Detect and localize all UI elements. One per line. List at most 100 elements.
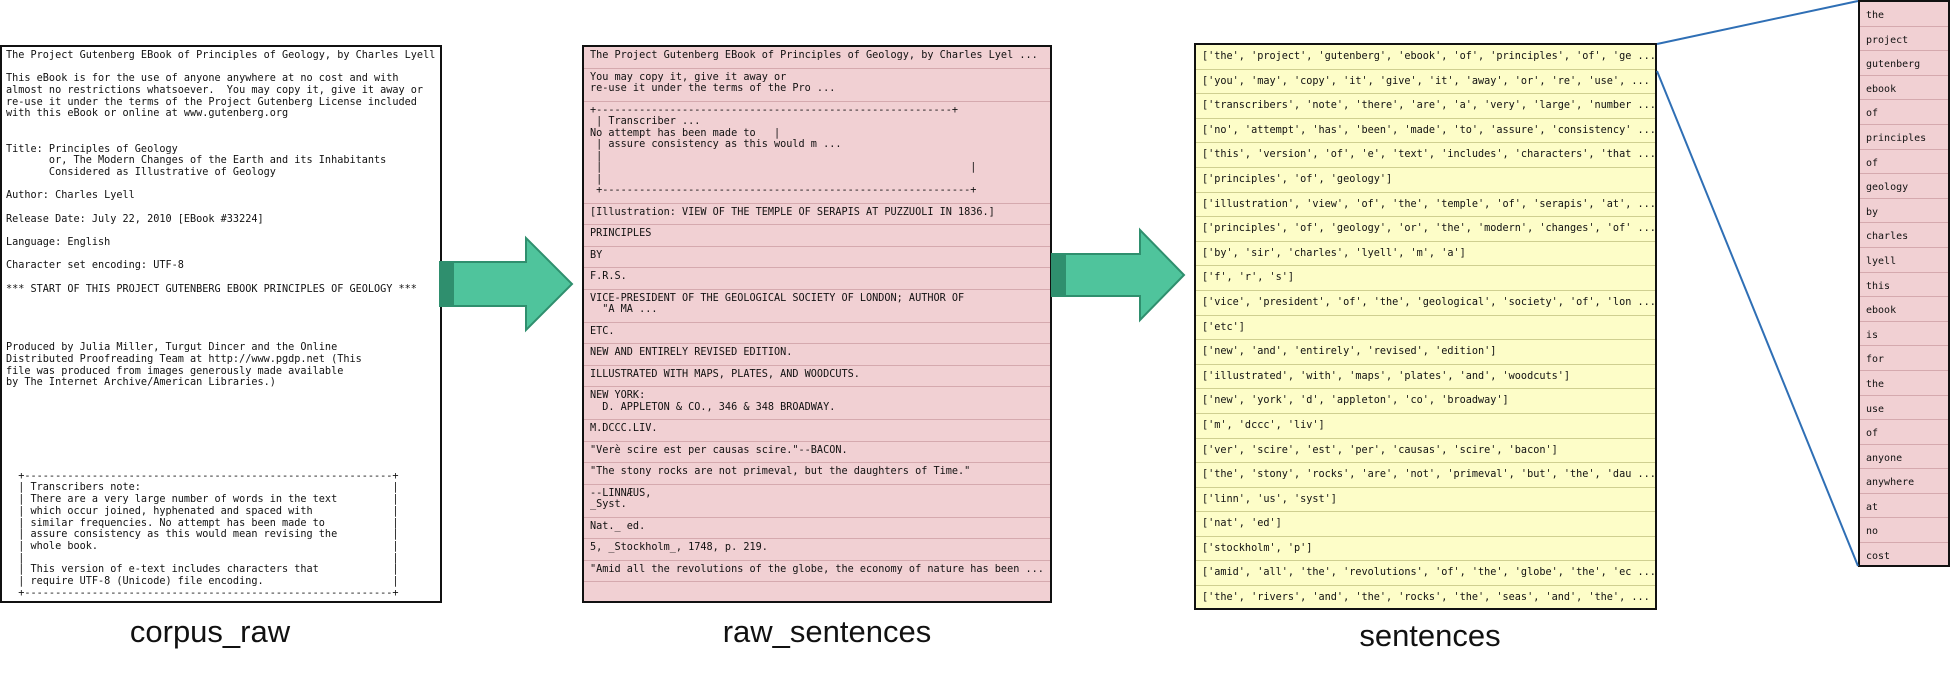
text-line [6,447,440,459]
sentence-row: ['etc'] [1196,316,1655,341]
text-line: +---------------------------------------… [6,587,399,599]
sentence-row: ['stockholm', 'p'] [1196,537,1655,562]
text-line: Character set encoding: UTF-8 [6,260,184,272]
caption-sentences: sentences [1359,618,1501,653]
raw-sentence: Nat._ ed. [584,518,1050,539]
arrow-right-icon [1051,227,1186,323]
text-line: | which occur joined, hyphenated and spa… [6,505,399,517]
corpus-raw-panel: The Project Gutenberg EBook of Principle… [0,45,442,603]
token-row: lyell [1860,248,1948,273]
token-row: ebook [1860,297,1948,322]
raw-sentence: VICE-PRESIDENT OF THE GEOLOGICAL SOCIETY… [584,290,1050,323]
token-row: the [1860,2,1948,27]
sentence-row: ['this', 'version', 'of', 'e', 'text', '… [1196,143,1655,168]
text-line: Title: Principles of Geology [6,143,178,155]
text-line: Considered as Illustrative of Geology [6,166,276,178]
text-line [6,331,440,343]
text-line: or, The Modern Changes of the Earth and … [6,155,387,167]
text-line [6,412,440,424]
text-line [6,436,440,448]
token-row: is [1860,322,1948,347]
sentence-row: ['m', 'dccc', 'liv'] [1196,414,1655,439]
text-line: | similar frequencies. No attempt has be… [6,517,399,529]
token-row: project [1860,27,1948,52]
sentence-row: ['new', 'and', 'entirely', 'revised', 'e… [1196,340,1655,365]
text-line: | There are a very large number of words… [6,494,399,506]
text-line: | whole book. | [6,540,399,552]
text-line [6,307,440,319]
sentence-row: ['transcribers', 'note', 'there', 'are',… [1196,94,1655,119]
connector-line-bottom [1656,70,1859,567]
text-line [6,225,440,237]
raw-sentence: NEW YORK: D. APPLETON & CO., 346 & 348 B… [584,387,1050,420]
raw-sentence: "The stony rocks are not primeval, but t… [584,463,1050,485]
text-line [6,295,440,307]
text-line: *** START OF THIS PROJECT GUTENBERG EBOO… [6,283,417,295]
sentences-panel: ['the', 'project', 'gutenberg', 'ebook',… [1194,43,1657,610]
raw-sentence: [Illustration: VIEW OF THE TEMPLE OF SER… [584,204,1050,225]
raw-sentence: The Project Gutenberg EBook of Principle… [584,47,1050,69]
token-row: by [1860,199,1948,224]
sentence-row: ['no', 'attempt', 'has', 'been', 'made',… [1196,119,1655,144]
text-line: almost no restrictions whatsoever. You m… [6,85,424,97]
raw-sentence: "Amid all the revolutions of the globe, … [584,561,1050,582]
text-line [6,62,440,74]
text-line [6,424,440,436]
text-line: Author: Charles Lyell [6,190,135,202]
token-row: charles [1860,223,1948,248]
text-line [6,120,440,132]
token-row: the [1860,371,1948,396]
text-line [6,249,440,261]
raw-sentence: --LINNÆUS, _Syst. [584,485,1050,518]
text-line: with this eBook or online at www.gutenbe… [6,108,289,120]
raw-sentence: F.R.S. [584,268,1050,290]
sentence-row: ['the', 'stony', 'rocks', 'are', 'not', … [1196,463,1655,488]
text-line [6,319,440,331]
token-row: use [1860,396,1948,421]
sentence-row: ['f', 'r', 's'] [1196,266,1655,291]
sentence-row: ['principles', 'of', 'geology', 'or', 't… [1196,217,1655,242]
text-line: | | [6,552,399,564]
sentence-row: ['principles', 'of', 'geology'] [1196,168,1655,193]
text-line: Distributed Proofreading Team at http://… [6,353,362,365]
text-line: The Project Gutenberg EBook of Principle… [6,50,436,61]
sentence-row: ['you', 'may', 'copy', 'it', 'give', 'it… [1196,70,1655,95]
arrow-right-icon [439,235,574,333]
token-row: of [1860,420,1948,445]
token-row: geology [1860,174,1948,199]
text-line [6,459,440,471]
token-row: at [1860,494,1948,519]
sentence-row: ['linn', 'us', 'syst'] [1196,488,1655,513]
text-line: | This version of e-text includes charac… [6,564,399,576]
text-line: by The Internet Archive/American Librari… [6,377,276,389]
raw-sentence: "Verè scire est per causas scire."--BACO… [584,442,1050,463]
sentences-list: ['the', 'project', 'gutenberg', 'ebook',… [1196,45,1655,608]
sentence-row: ['ver', 'scire', 'est', 'per', 'causas',… [1196,439,1655,464]
sentence-row: ['amid', 'all', 'the', 'revolutions', 'o… [1196,561,1655,587]
caption-raw-sentences: raw_sentences [722,614,932,649]
sentence-row: ['new', 'york', 'd', 'appleton', 'co', '… [1196,389,1655,414]
raw-sentence: M.DCCC.LIV. [584,420,1050,442]
token-row: ebook [1860,76,1948,101]
sentence-row: ['the', 'rivers', 'and', 'the', 'rocks',… [1196,586,1655,608]
sentence-row: ['the', 'project', 'gutenberg', 'ebook',… [1196,45,1655,70]
caption-corpus-raw: corpus_raw [129,614,291,649]
text-line: | Transcribers note: | [6,482,399,494]
raw-sentence: 5, _Stockholm_, 1748, p. 219. [584,539,1050,561]
text-line: | assure consistency as this would mean … [6,529,399,541]
token-row: this [1860,273,1948,298]
text-line: Release Date: July 22, 2010 [EBook #3322… [6,213,264,225]
raw-sentence: PRINCIPLES [584,225,1050,247]
sentence-row: ['by', 'sir', 'charles', 'lyell', 'm', '… [1196,242,1655,267]
token-row: anywhere [1860,469,1948,494]
text-line: Produced by Julia Miller, Turgut Dincer … [6,342,338,354]
raw-sentence: NEW AND ENTIRELY REVISED EDITION. [584,344,1050,366]
text-line: | require UTF-8 (Unicode) file encoding.… [6,575,399,587]
sentence-row: ['illustrated', 'with', 'maps', 'plates'… [1196,365,1655,390]
token-row: for [1860,346,1948,371]
text-line [6,401,440,413]
raw-sentences-panel: The Project Gutenberg EBook of Principle… [582,45,1052,603]
text-line [6,389,440,401]
token-row: anyone [1860,445,1948,470]
